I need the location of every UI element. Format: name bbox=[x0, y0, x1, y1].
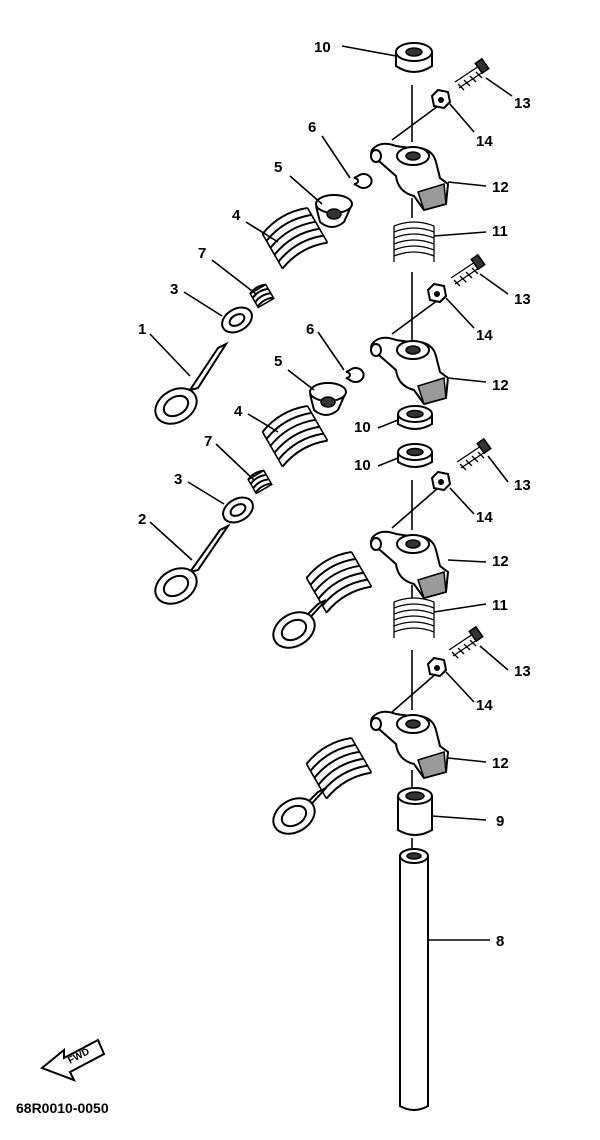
assembly-axis-lines bbox=[391, 85, 439, 848]
callout-5: 5 bbox=[274, 159, 282, 176]
intake-valve-1 bbox=[154, 341, 229, 425]
callout-6: 6 bbox=[308, 119, 316, 136]
assembled-valve-unit-upper bbox=[272, 550, 373, 649]
rocker-arm-12-b bbox=[370, 336, 450, 406]
callout-3: 3 bbox=[170, 281, 178, 298]
callout-14: 14 bbox=[476, 327, 493, 344]
sleeve-9 bbox=[397, 787, 433, 836]
exhaust-valve-2 bbox=[154, 523, 231, 605]
adjusting-screw-13-c bbox=[456, 437, 492, 471]
spring-seat-3-b bbox=[222, 496, 254, 524]
leader-lines bbox=[149, 45, 513, 941]
callout-12: 12 bbox=[492, 553, 509, 570]
adjusting-screw-13-b bbox=[450, 253, 486, 287]
callout-4: 4 bbox=[234, 403, 243, 420]
callout-12: 12 bbox=[492, 377, 509, 394]
assembled-valve-unit-lower bbox=[272, 736, 373, 835]
callout-7: 7 bbox=[198, 245, 206, 262]
stem-seal-7-a bbox=[249, 283, 275, 309]
adjusting-screw-13-a bbox=[454, 57, 490, 91]
callout-5: 5 bbox=[274, 353, 282, 370]
rocker-arm-12-d bbox=[370, 710, 450, 780]
callout-2: 2 bbox=[138, 511, 146, 528]
rocker-arm-12-a bbox=[370, 142, 450, 212]
lock-nut-14-c bbox=[430, 470, 452, 492]
spring-seat-3-a bbox=[221, 306, 253, 334]
callout-14: 14 bbox=[476, 133, 493, 150]
callout-7: 7 bbox=[204, 433, 212, 450]
drawing-code: 68R0010-0050 bbox=[16, 1100, 109, 1116]
callout-4: 4 bbox=[232, 207, 241, 224]
stem-seal-7-b bbox=[247, 469, 273, 495]
lock-nut-14-a bbox=[430, 88, 452, 110]
lock-nut-14-d bbox=[426, 656, 448, 678]
valve-cap-10-middle-upper bbox=[397, 405, 433, 430]
callout-1: 1 bbox=[138, 321, 146, 338]
adjusting-screw-13-d bbox=[448, 625, 484, 659]
callout-13: 13 bbox=[514, 663, 531, 680]
callout-8: 8 bbox=[496, 933, 504, 950]
valve-cap-10-middle-lower bbox=[397, 443, 433, 468]
valve-spring-4-a bbox=[261, 206, 329, 270]
rocker-spring-11-a bbox=[393, 221, 435, 262]
spring-retainer-5-a bbox=[315, 194, 353, 228]
rocker-arm-12-c bbox=[370, 530, 450, 600]
callout-labels: 10 13 6 14 5 12 4 11 7 3 13 1 6 14 5 12 … bbox=[138, 39, 531, 950]
callout-14: 14 bbox=[476, 697, 493, 714]
callout-10: 10 bbox=[354, 457, 371, 474]
callout-11: 11 bbox=[492, 223, 508, 240]
callout-10: 10 bbox=[314, 39, 331, 56]
fwd-arrow-icon: FWD bbox=[40, 1038, 106, 1082]
valve-spring-4-b bbox=[261, 404, 329, 468]
callout-12: 12 bbox=[492, 179, 509, 196]
callout-10: 10 bbox=[354, 419, 371, 436]
push-rod-8 bbox=[399, 848, 429, 1111]
callout-11: 11 bbox=[492, 597, 508, 614]
collet-6-a bbox=[353, 173, 373, 189]
callout-13: 13 bbox=[514, 291, 531, 308]
callout-6: 6 bbox=[306, 321, 314, 338]
spring-retainer-5-b bbox=[309, 382, 347, 416]
callout-13: 13 bbox=[514, 95, 531, 112]
collet-6-b bbox=[345, 367, 365, 383]
valve-cap-10-top bbox=[395, 42, 433, 73]
callout-3: 3 bbox=[174, 471, 182, 488]
lock-nut-14-b bbox=[426, 282, 448, 304]
callout-13: 13 bbox=[514, 477, 531, 494]
rocker-spring-11-b bbox=[393, 597, 435, 638]
callout-14: 14 bbox=[476, 509, 493, 526]
callout-9: 9 bbox=[496, 813, 504, 830]
callout-12: 12 bbox=[492, 755, 509, 772]
